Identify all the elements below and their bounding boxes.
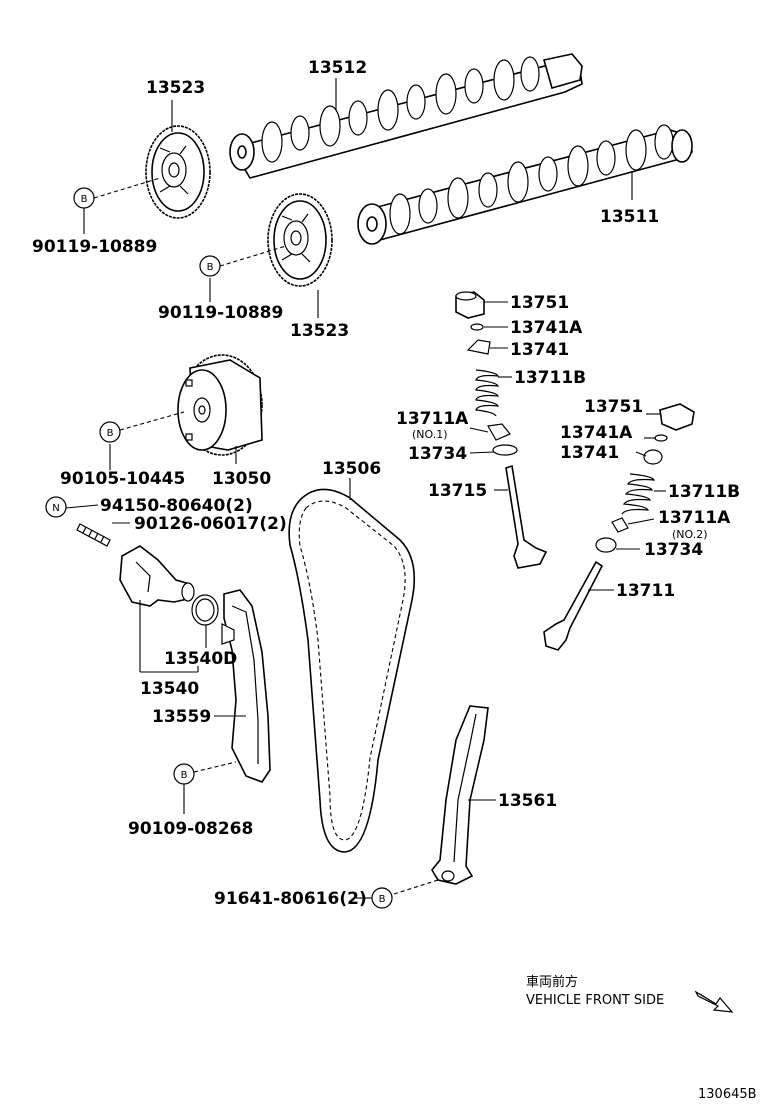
marker-b-5: B bbox=[371, 887, 393, 909]
label-91641[interactable]: 91641-80616(2) bbox=[214, 889, 367, 909]
marker-n: N bbox=[45, 496, 67, 518]
valve-seat-13711A-no2[interactable] bbox=[611, 517, 629, 533]
marker-b-2: B bbox=[199, 255, 221, 277]
label-13751-lower[interactable]: 13751 bbox=[584, 397, 643, 417]
valve-lifter-13751-upper[interactable] bbox=[455, 291, 485, 319]
figure-number: 130645B bbox=[698, 1087, 757, 1102]
valve-keeper-13741A-lower[interactable] bbox=[654, 434, 668, 442]
valve-spring-13711B-upper[interactable] bbox=[475, 369, 500, 417]
cam-sprocket-13523-upper[interactable] bbox=[145, 125, 211, 219]
camshaft-timing-gear-13050[interactable] bbox=[177, 354, 263, 456]
o-ring-inner bbox=[195, 598, 215, 622]
label-13711A-no1[interactable]: 13711A bbox=[396, 409, 469, 429]
label-90105[interactable]: 90105-10445 bbox=[60, 469, 185, 489]
spring-seat-13734-lower[interactable] bbox=[595, 537, 617, 553]
svg-text:N: N bbox=[52, 503, 59, 514]
exhaust-valve-13715[interactable] bbox=[505, 464, 548, 569]
label-13741-lower[interactable]: 13741 bbox=[560, 443, 619, 463]
label-13715[interactable]: 13715 bbox=[428, 481, 487, 501]
label-13511[interactable]: 13511 bbox=[600, 207, 659, 227]
label-90126[interactable]: 90126-06017(2) bbox=[134, 514, 287, 534]
camshaft-13512[interactable] bbox=[229, 53, 583, 179]
marker-b-3: B bbox=[99, 421, 121, 443]
vehicle-front-note: 車両前方 VEHICLE FRONT SIDE bbox=[526, 974, 734, 1013]
label-13050[interactable]: 13050 bbox=[212, 469, 271, 489]
label-13734-lower[interactable]: 13734 bbox=[644, 540, 703, 560]
svg-text:B: B bbox=[379, 894, 386, 905]
leader-lines bbox=[65, 78, 666, 899]
diagonal-arrow-icon bbox=[694, 990, 734, 1013]
valve-spring-13711B-lower[interactable] bbox=[621, 473, 656, 515]
label-13523-lower[interactable]: 13523 bbox=[290, 321, 349, 341]
chain-vibration-damper-13561[interactable] bbox=[431, 705, 489, 885]
label-no2: (NO.2) bbox=[672, 528, 708, 541]
label-13711B-upper[interactable]: 13711B bbox=[514, 368, 586, 388]
camshaft-13511[interactable] bbox=[357, 124, 693, 245]
label-90119-lower[interactable]: 90119-10889 bbox=[158, 303, 283, 323]
label-no1: (NO.1) bbox=[412, 428, 448, 441]
svg-text:B: B bbox=[181, 770, 188, 781]
spring-retainer-13741-lower[interactable] bbox=[643, 449, 663, 465]
label-13734-upper[interactable]: 13734 bbox=[408, 444, 467, 464]
spring-seat-13734-upper[interactable] bbox=[492, 444, 518, 456]
label-13711A-no2[interactable]: 13711A bbox=[658, 508, 731, 528]
chain-slipper-guide-13559[interactable] bbox=[221, 589, 271, 783]
label-13512[interactable]: 13512 bbox=[308, 58, 367, 78]
front-side-label: VEHICLE FRONT SIDE bbox=[526, 993, 664, 1008]
svg-text:B: B bbox=[107, 428, 114, 439]
timing-chain-13506[interactable] bbox=[288, 488, 416, 853]
label-13711[interactable]: 13711 bbox=[616, 581, 675, 601]
valve-keeper-13741A-upper[interactable] bbox=[470, 323, 484, 331]
valve-seat-13711A-no1[interactable] bbox=[487, 423, 511, 441]
label-13561[interactable]: 13561 bbox=[498, 791, 557, 811]
label-13751-upper[interactable]: 13751 bbox=[510, 293, 569, 313]
intake-valve-13711[interactable] bbox=[543, 560, 604, 651]
label-13540[interactable]: 13540 bbox=[140, 679, 199, 699]
label-13540D[interactable]: 13540D bbox=[164, 649, 237, 669]
stud-bolt-90126[interactable] bbox=[76, 523, 111, 547]
label-94150[interactable]: 94150-80640(2) bbox=[100, 496, 253, 516]
label-13741-upper[interactable]: 13741 bbox=[510, 340, 569, 360]
label-13741A-lower[interactable]: 13741A bbox=[560, 423, 633, 443]
label-13559[interactable]: 13559 bbox=[152, 707, 211, 727]
svg-text:B: B bbox=[81, 194, 88, 205]
part-labels: 13523 13512 13511 90119-10889 90119-1088… bbox=[32, 58, 740, 909]
marker-b-1: B bbox=[73, 187, 95, 209]
label-13523-upper[interactable]: 13523 bbox=[146, 78, 205, 98]
valve-lifter-13751-lower[interactable] bbox=[659, 403, 695, 431]
label-13741A-upper[interactable]: 13741A bbox=[510, 318, 583, 338]
svg-text:B: B bbox=[207, 262, 214, 273]
label-90119-upper[interactable]: 90119-10889 bbox=[32, 237, 157, 257]
chain-tensioner-13540[interactable] bbox=[119, 545, 195, 607]
label-90109[interactable]: 90109-08268 bbox=[128, 819, 253, 839]
cam-sprocket-13523-lower[interactable] bbox=[267, 193, 333, 287]
label-13711B-lower[interactable]: 13711B bbox=[668, 482, 740, 502]
marker-b-4: B bbox=[173, 763, 195, 785]
label-13506[interactable]: 13506 bbox=[322, 459, 381, 479]
front-japanese: 車両前方 bbox=[526, 974, 578, 990]
spring-retainer-13741-upper[interactable] bbox=[466, 339, 491, 355]
